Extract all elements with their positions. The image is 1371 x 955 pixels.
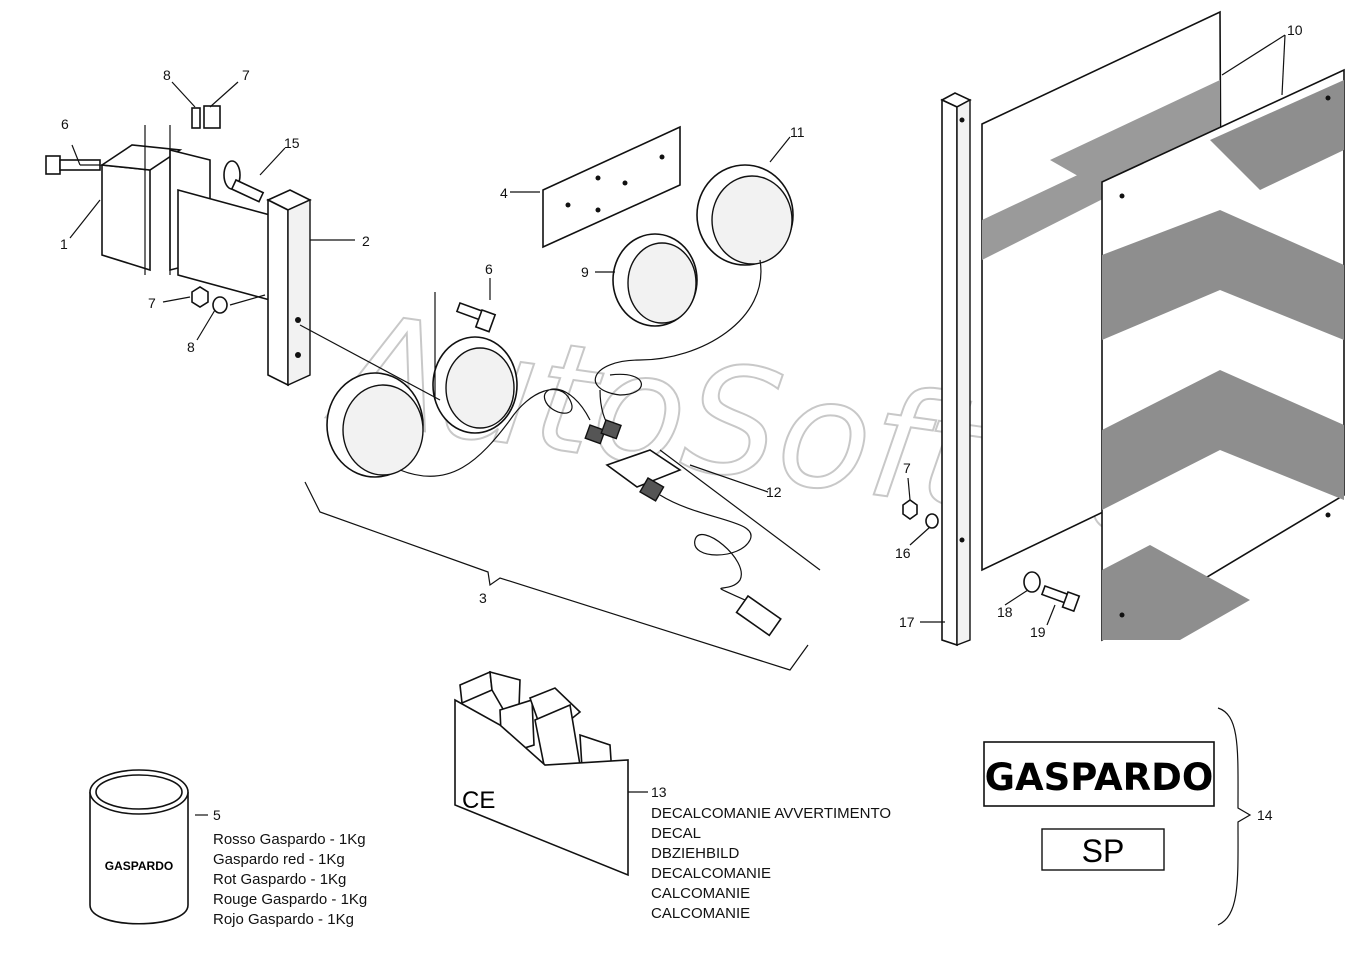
part-4-plate (542, 125, 681, 249)
callout-15: 15 (284, 135, 300, 151)
part-7-8-nut-washer-lower (191, 286, 228, 314)
callout-17: 17 (899, 614, 915, 630)
paint-description: Rosso Gaspardo - 1Kg Gaspardo red - 1Kg … (213, 831, 367, 928)
part-9-lens-top (612, 233, 698, 327)
callout-7b: 7 (148, 295, 156, 311)
callout-18: 18 (997, 604, 1013, 620)
part-2-tube (177, 188, 312, 387)
decal-line-3: DBZIEHBILD (651, 845, 740, 862)
can-label: GASPARDO (105, 859, 173, 873)
callout-7c: 7 (903, 460, 911, 476)
callout-9: 9 (581, 264, 589, 280)
part-7-8-nut-washer-top (191, 105, 221, 129)
callout-1: 1 (60, 236, 68, 252)
callout-13: 13 (651, 784, 667, 800)
part-17-post (940, 92, 972, 647)
callout-16: 16 (895, 545, 911, 561)
callout-numbers: 1 2 3 4 5 6 6 7 7 7 8 8 9 10 11 12 13 14… (60, 22, 1303, 823)
paint-line-4: Rouge Gaspardo - 1Kg (213, 891, 367, 908)
wiring-harness (399, 259, 821, 637)
callout-14: 14 (1257, 807, 1273, 823)
callout-8b: 8 (187, 339, 195, 355)
part-6-bolt-center (455, 301, 497, 333)
part-14-logo-decals: GASPARDO SP (983, 707, 1252, 926)
decal-line-6: CALCOMANIE (651, 905, 750, 922)
decal-line-2: DECAL (651, 825, 701, 842)
part-15-wing-bolt (223, 160, 265, 203)
callout-6b: 6 (485, 261, 493, 277)
brand-decal: GASPARDO (985, 756, 1214, 799)
decal-line-4: DECALCOMANIE (651, 865, 771, 882)
decal-line-1: DECALCOMANIE AVVERTIMENTO (651, 805, 891, 822)
callout-3: 3 (479, 590, 487, 606)
leader-lines (69, 34, 1286, 816)
ce-mark: CE (462, 787, 495, 814)
paint-line-3: Rot Gaspardo - 1Kg (213, 871, 346, 888)
part-18-19-washer-bolt-right (1023, 571, 1081, 613)
callout-11: 11 (790, 124, 805, 140)
model-decal: SP (1082, 833, 1125, 869)
decal-line-5: CALCOMANIE (651, 885, 750, 902)
part-5-paint-can: GASPARDO (89, 769, 189, 925)
callout-7a: 7 (242, 67, 250, 83)
part-3-lamp-left (326, 336, 518, 478)
callout-5: 5 (213, 807, 221, 823)
callout-6a: 6 (61, 116, 69, 132)
part-11-lamp-top (696, 164, 794, 266)
decal-description: DECALCOMANIE AVVERTIMENTO DECAL DBZIEHBI… (651, 805, 891, 922)
callout-19: 19 (1030, 624, 1046, 640)
callout-10: 10 (1287, 22, 1303, 38)
paint-line-1: Rosso Gaspardo - 1Kg (213, 831, 366, 848)
paint-line-2: Gaspardo red - 1Kg (213, 851, 345, 868)
callout-2: 2 (362, 233, 370, 249)
part-7-16-nut-washer-right (902, 499, 939, 529)
part-13-decal-pack: CE (454, 670, 629, 877)
paint-line-5: Rojo Gaspardo - 1Kg (213, 911, 354, 928)
callout-8a: 8 (163, 67, 171, 83)
part-10-panel-front (1101, 68, 1345, 642)
callout-12: 12 (766, 484, 782, 500)
callout-4: 4 (500, 185, 508, 201)
